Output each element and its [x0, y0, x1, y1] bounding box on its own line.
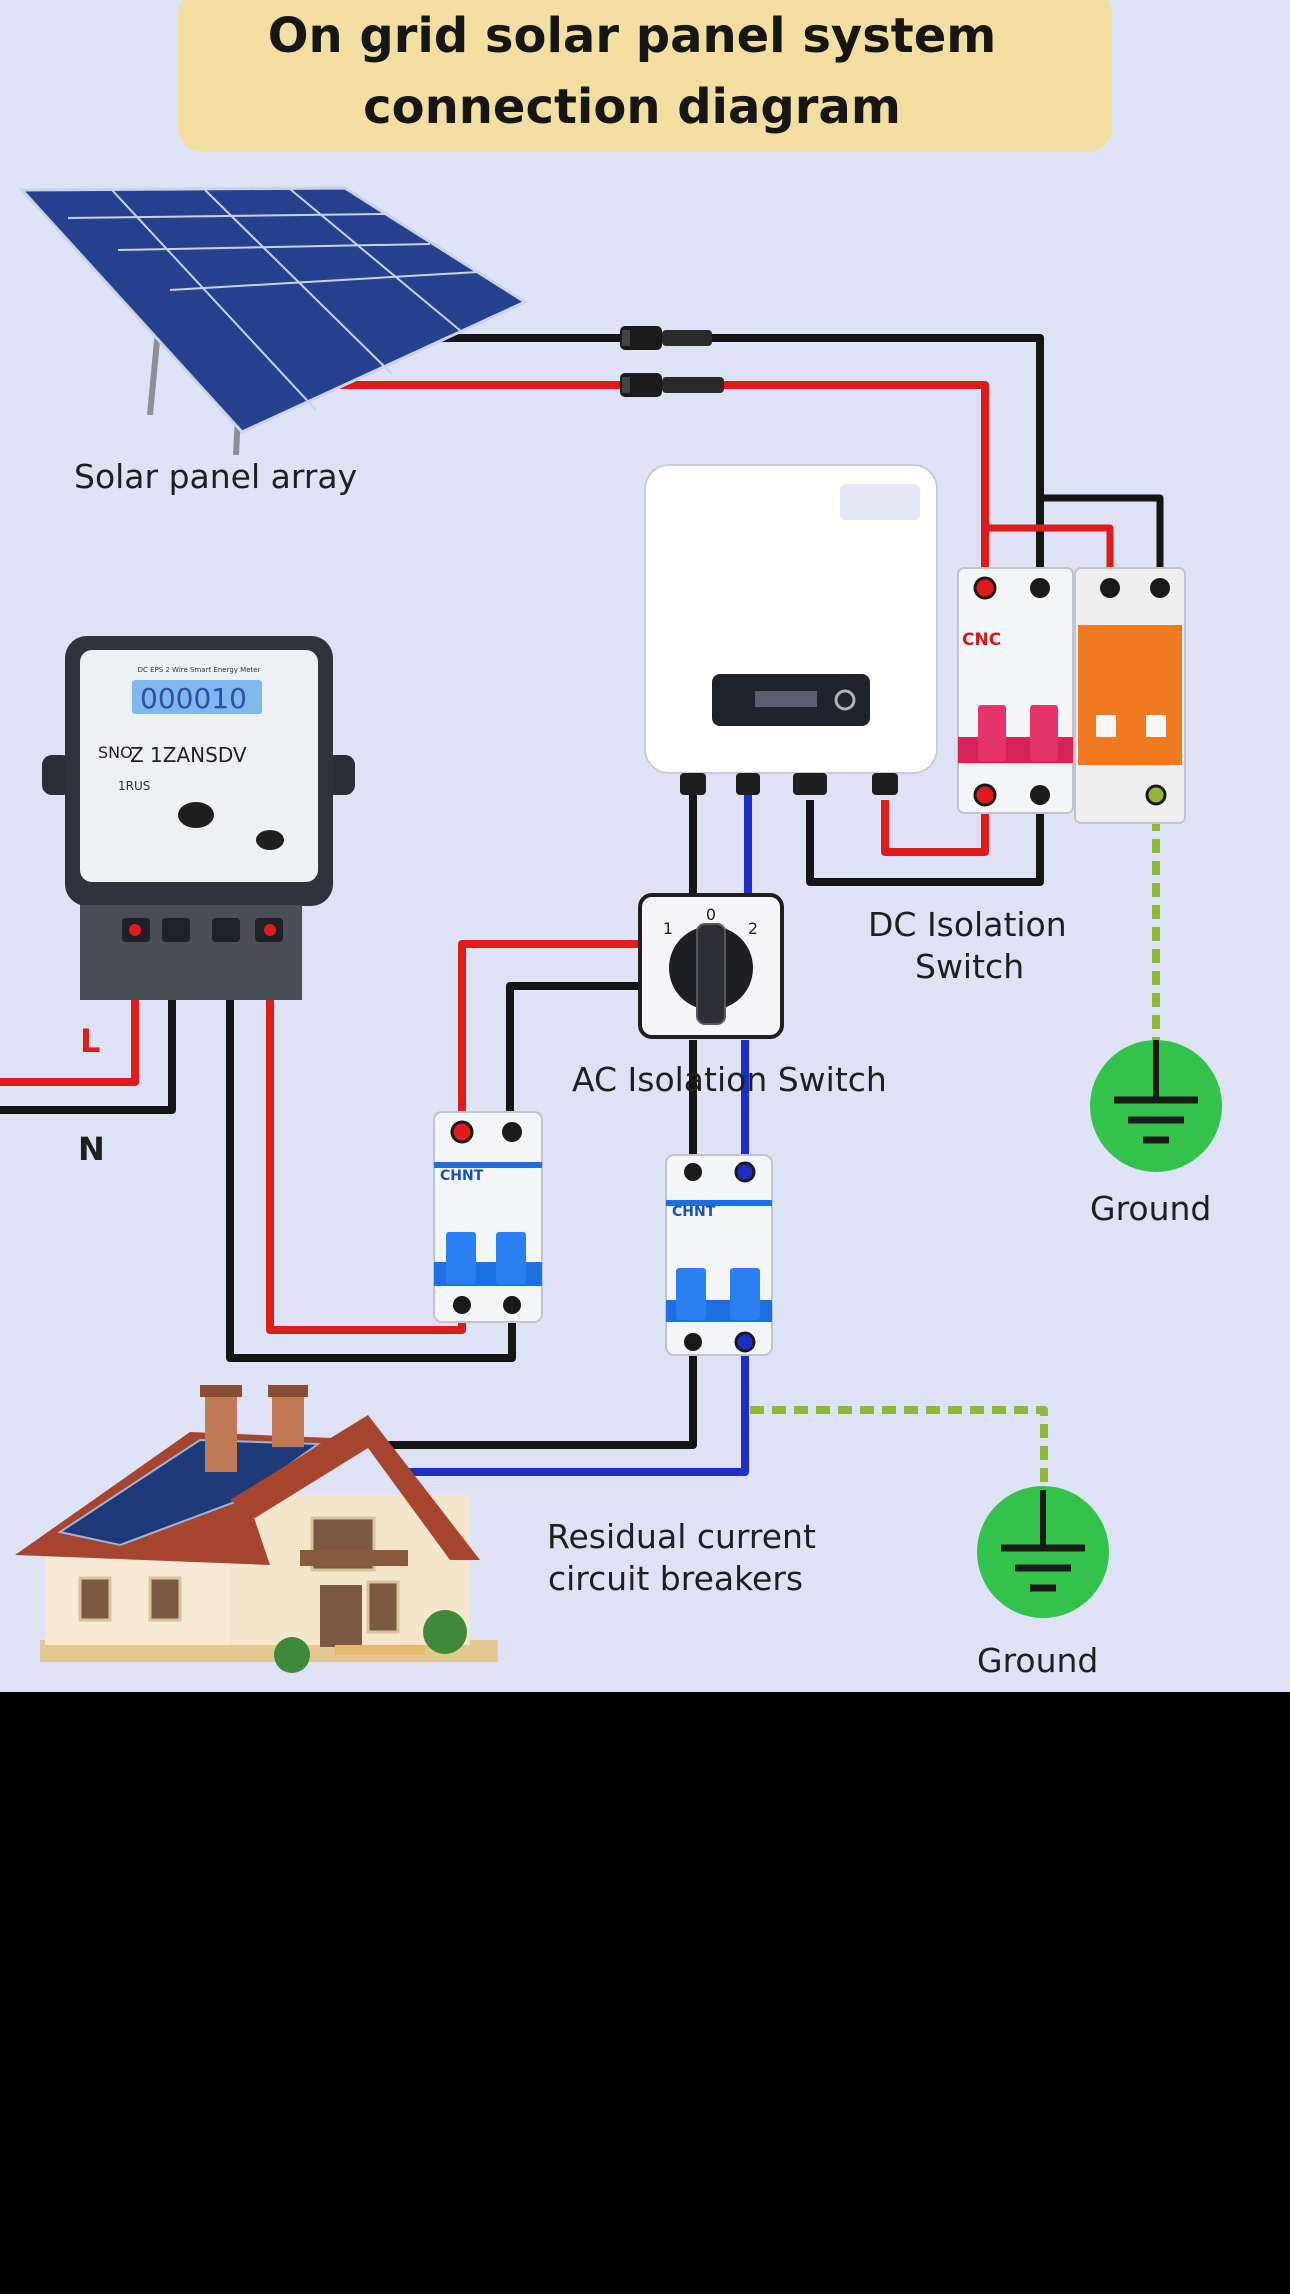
- switch-pos-1: 1: [663, 919, 673, 938]
- earth-wire-bottom: [750, 1406, 1048, 1490]
- solar-panel-array: Solar panel array: [18, 186, 529, 496]
- dc-isolation-switch: CNC: [957, 567, 1074, 814]
- mc4-connector-bottom: [620, 373, 724, 397]
- wires: [0, 334, 1164, 1490]
- rcb-left: CHNT: [433, 1111, 543, 1323]
- neutral-label: N: [78, 1130, 105, 1168]
- meter-line-a: SNO.: [98, 743, 137, 762]
- ground-label-top: Ground: [1090, 1189, 1211, 1228]
- switch-to-rcb-black: [506, 982, 645, 1130]
- title-line2: connection diagram: [363, 79, 901, 135]
- surge-jumper-red: [985, 524, 1114, 578]
- switch-to-rcb-red: [458, 940, 645, 1130]
- dc-isolation-label-1: DC Isolation: [868, 905, 1067, 944]
- surge-jumper-black: [1040, 494, 1164, 578]
- blank-bottom-area: [0, 1692, 1290, 2294]
- live-label: L: [80, 1022, 100, 1060]
- ground-label-bottom: Ground: [977, 1641, 1098, 1680]
- ground-symbol-bottom: [977, 1486, 1109, 1618]
- title-line1: On grid solar panel system: [268, 8, 997, 64]
- energy-meter: DC EPS 2 Wire Smart Energy Meter 000010 …: [42, 636, 355, 1000]
- pv-positive-wire: [335, 381, 989, 578]
- surge-protector: [1074, 567, 1186, 824]
- dc-breaker-brand: CNC: [962, 630, 1001, 650]
- ground-symbol-top: [1090, 1040, 1222, 1172]
- rcb-left-brand: CHNT: [440, 1168, 484, 1184]
- meter-header: DC EPS 2 Wire Smart Energy Meter: [138, 666, 261, 674]
- meter-model: Z 1ZANSDV: [130, 743, 247, 767]
- dc-out-red: [881, 795, 989, 856]
- switch-pos-0: 0: [706, 905, 716, 924]
- rcb-label-1: Residual current: [547, 1517, 816, 1556]
- solar-array-label: Solar panel array: [74, 457, 357, 496]
- house-illustration: [15, 1385, 498, 1673]
- ac-isolation-switch: 0 1 2: [638, 893, 784, 1039]
- ac-isolation-label: AC Isolation Switch: [572, 1060, 887, 1099]
- inverter-button: [834, 689, 856, 711]
- rcb-label-2: circuit breakers: [548, 1559, 803, 1598]
- rcb2-to-house-blue: [398, 1342, 749, 1476]
- meter-to-rcb-black: [226, 925, 516, 1362]
- dc-isolation-label-2: Switch: [915, 947, 1024, 986]
- title-banner: On grid solar panel system connection di…: [178, 0, 1112, 152]
- meter-line-b: 1RUS: [118, 779, 150, 793]
- diagram-canvas: On grid solar panel system connection di…: [0, 0, 1290, 1692]
- meter-display: 000010: [140, 682, 247, 715]
- rcb-right-brand: CHNT: [672, 1204, 716, 1220]
- meter-lcd: [132, 680, 262, 714]
- connection-diagram: On grid solar panel system connection di…: [0, 0, 1222, 1680]
- rcb2-to-house-black: [380, 1342, 697, 1449]
- dc-out-black: [806, 795, 1044, 886]
- grid-tie-inverter: [644, 464, 938, 795]
- switch-pos-2: 2: [748, 919, 758, 938]
- rcb-right: CHNT: [665, 1154, 773, 1356]
- mc4-connector-top: [620, 326, 712, 350]
